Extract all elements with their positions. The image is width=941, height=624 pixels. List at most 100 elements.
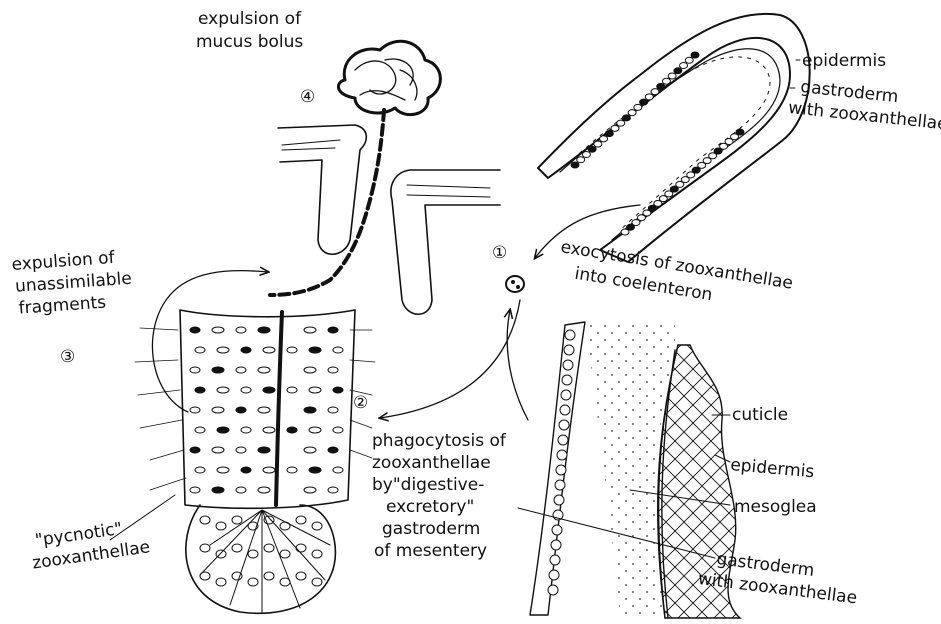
tentacle-cell [611,125,619,131]
mesentery-cell [287,467,297,473]
tentacle-cell [571,162,579,168]
mesentery-cell [190,487,200,493]
gastroderm-cell [548,585,558,595]
mesentery-cell [258,447,270,453]
mesentery-cell [190,447,200,453]
mesentery-cell [190,407,200,413]
gastroderm-cell [556,465,566,475]
arrow-phagocytosis [380,300,520,418]
gastroderm-cell [551,540,561,550]
mesentery-cell [263,467,275,473]
filament-cell [312,522,322,530]
mesentery-cell [287,427,297,433]
mesentery-cell [241,427,251,433]
gastroderm-cell [565,330,575,340]
mesentery-drawing [135,310,375,613]
filament-cell [216,522,226,530]
filament-cell [264,544,274,552]
filament-cell [280,550,290,558]
filament-cell [264,572,274,580]
tentacle-cell [622,115,630,121]
gastroderm-cell [554,495,564,505]
mesentery-cell [328,487,338,493]
tentacle-cell [577,157,585,163]
mesentery-cell [258,367,270,373]
gastroderm-cell [549,570,559,580]
mesentery-cell [309,467,321,473]
mesentery-cell [328,367,338,373]
tentacle-cell [691,52,699,58]
tentacle-cell [657,83,665,89]
step-1: ① [492,243,507,263]
mesentery-cell [217,427,229,433]
gastroderm-cell [559,420,569,430]
label-body-epidermis: epidermis [730,455,816,482]
tentacle-cell [605,131,613,137]
gastroderm-cell [562,375,572,385]
mesentery-cell [333,347,343,353]
filament-cell [200,516,210,524]
gastroderm-cell [560,405,570,415]
tentacle-cell [662,78,670,84]
mesentery-cell [241,347,251,353]
tentacle-cell [674,68,682,74]
mesentery-cell [333,427,343,433]
tentacle-cell [640,99,648,105]
tentacle-cell [651,89,659,95]
body-wall-zooxanthellae [548,330,575,595]
mesentery-cell [236,487,246,493]
mesentery-cell [333,467,343,473]
gastroderm-cell [552,525,562,535]
gastroderm-cell [555,480,565,490]
mesentery-cell [195,387,205,393]
tentacle-cell [645,94,653,100]
filament-cell [248,578,258,586]
pharynx-drawing [270,41,500,314]
mesentery-cell [287,347,297,353]
step-3: ③ [60,347,75,367]
mesentery-cell [236,407,246,413]
mesentery-cell [309,387,321,393]
mesentery-cell [195,427,205,433]
gastroderm-cell [557,450,567,460]
mesentery-cell [241,467,251,473]
mesentery-cell [333,387,343,393]
mesentery-cells [190,327,343,586]
tentacle-cell [634,104,642,110]
label-tentacle-gastroderm: gastroderm with zooxanthellae [787,76,941,135]
filament-cell [312,578,322,586]
mesentery-cell [212,447,224,453]
filament-cell [216,578,226,586]
mesentery-cell [236,327,246,333]
mesentery-cell [241,387,251,393]
mesentery-cell [304,487,316,493]
mesentery-cell [236,447,246,453]
mesentery-cell [287,387,297,393]
gastroderm-cell [550,555,560,565]
tentacle-cell [617,120,625,126]
filament-cell [312,550,322,558]
label-expulsion-fragments: expulsion of unassimilable fragments [11,246,139,319]
label-mesoglea: mesoglea [734,497,817,517]
label-phagocytosis: phagocytosis of zooxanthellae by"digesti… [372,431,511,561]
filament-cell [232,544,242,552]
tentacle-cell [685,57,693,63]
tentacle-cell [736,129,744,135]
mesentery-cell [304,447,316,453]
arrow-release [507,310,528,420]
filament-cell [296,572,306,580]
gastroderm-cell [558,435,568,445]
mesentery-cell [217,467,229,473]
step-numbers: ① ② ③ ④ [60,87,507,413]
mesentery-cell [195,347,205,353]
filament-cell [200,544,210,552]
mesentery-cell [304,367,316,373]
tentacle-cell [600,136,608,142]
mucus-bolus [338,41,440,114]
mesentery-cell [304,327,316,333]
mesentery-cell [328,407,338,413]
tentacle-cell [668,73,676,79]
label-tentacle-epidermis: epidermis [802,51,886,71]
mesentery-cell [263,387,275,393]
free-zooxanthella [506,276,524,292]
